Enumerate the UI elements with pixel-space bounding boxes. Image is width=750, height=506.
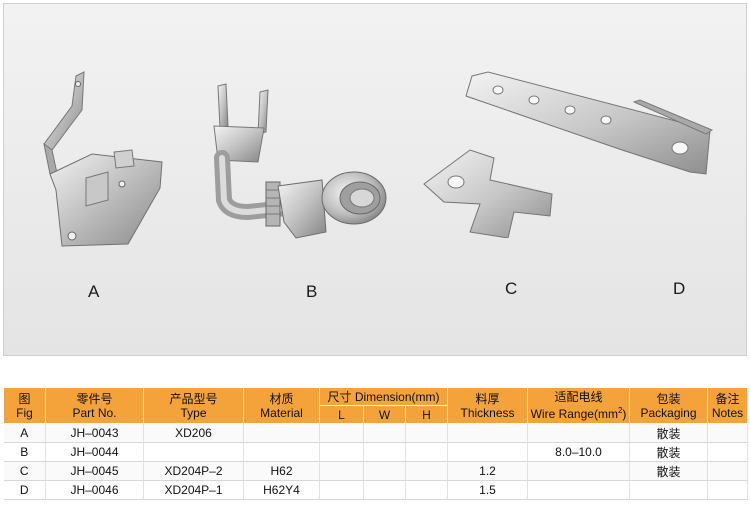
- cell-l: [319, 480, 364, 500]
- part-b-image: [213, 83, 387, 239]
- figure-label-c: C: [505, 279, 518, 298]
- cell-part-no: JH–0046: [45, 480, 144, 500]
- cell-l: [319, 461, 364, 481]
- cell-thickness: 1.5: [447, 480, 528, 500]
- table-row: C JH–0045 XD204P–2 H62 1.2 散装: [3, 461, 748, 481]
- cell-h: [405, 480, 448, 500]
- cell-packaging: 散装: [629, 442, 708, 462]
- cell-notes: [707, 480, 748, 500]
- table-row: D JH–0046 XD204P–1 H62Y4 1.5: [3, 480, 748, 500]
- cell-material: [243, 423, 320, 443]
- cell-notes: [707, 461, 748, 481]
- cell-material: H62: [243, 461, 320, 481]
- cell-part-no: JH–0043: [45, 423, 144, 443]
- cell-w: [363, 480, 406, 500]
- figure-label-a: A: [88, 282, 100, 301]
- cell-wire-range: 8.0–10.0: [527, 442, 630, 462]
- part-a-image: [43, 71, 163, 247]
- cell-thickness: 1.2: [447, 461, 528, 481]
- cell-w: [363, 461, 406, 481]
- cell-l: [319, 442, 364, 462]
- cell-thickness: [447, 423, 528, 443]
- cell-l: [319, 423, 364, 443]
- cell-wire-range: [527, 480, 630, 500]
- cell-fig: D: [3, 480, 46, 500]
- header-dimension: 尺寸 Dimension(mm): [319, 387, 448, 406]
- product-photo-panel: A B C D: [3, 3, 747, 356]
- part-c-d-image: [423, 71, 714, 238]
- figure-label-b: B: [306, 282, 318, 301]
- cell-material: H62Y4: [243, 480, 320, 500]
- cell-w: [363, 423, 406, 443]
- cell-packaging: 散装: [629, 461, 708, 481]
- cell-part-no: JH–0044: [45, 442, 144, 462]
- cell-type: XD204P–1: [143, 480, 244, 500]
- cell-wire-range: [527, 461, 630, 481]
- table-row: B JH–0044 8.0–10.0 散装: [3, 442, 748, 462]
- cell-packaging: [629, 480, 708, 500]
- cell-h: [405, 442, 448, 462]
- cell-h: [405, 423, 448, 443]
- cell-type: XD204P–2: [143, 461, 244, 481]
- cell-part-no: JH–0045: [45, 461, 144, 481]
- header-row-2: L W H: [4, 405, 748, 424]
- figure-label-d: D: [673, 279, 686, 298]
- cell-fig: C: [3, 461, 46, 481]
- cell-w: [363, 442, 406, 462]
- cell-fig: B: [3, 442, 46, 462]
- cell-type: [143, 442, 244, 462]
- cell-notes: [707, 423, 748, 443]
- cell-material: [243, 442, 320, 462]
- header-dimension-w: W: [363, 405, 406, 424]
- cell-notes: [707, 442, 748, 462]
- cell-h: [405, 461, 448, 481]
- cell-fig: A: [3, 423, 46, 443]
- table-row: A JH–0043 XD206 散装: [3, 423, 748, 443]
- cell-type: XD206: [143, 423, 244, 443]
- cell-packaging: 散装: [629, 423, 708, 443]
- cell-thickness: [447, 442, 528, 462]
- header-dimension-l: L: [319, 405, 364, 424]
- header-dimension-h: H: [405, 405, 448, 424]
- cell-wire-range: [527, 423, 630, 443]
